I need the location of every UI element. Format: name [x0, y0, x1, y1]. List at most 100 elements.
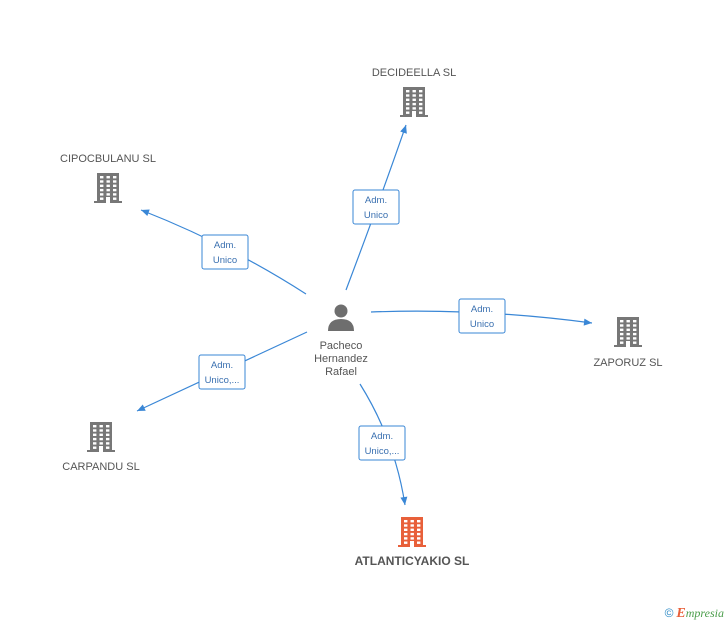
relation-badge-text: Unico — [470, 319, 494, 330]
relation-badge-carpandu[interactable]: Adm. Unico,... — [198, 354, 246, 390]
building-window — [100, 188, 104, 192]
relation-badge-cipocbulanu[interactable]: Adm. Unico — [201, 234, 249, 270]
relation-badge-atlanticyakio[interactable]: Adm.Unico,... — [358, 425, 406, 461]
brand-initial: E — [676, 606, 686, 621]
building-window — [419, 94, 423, 97]
building-window — [412, 94, 416, 97]
building-window — [99, 437, 103, 441]
building-window — [410, 532, 414, 536]
building-window — [412, 98, 416, 101]
building-icon[interactable] — [94, 173, 122, 203]
building-window — [404, 541, 408, 544]
building-window — [106, 433, 110, 436]
building-window — [113, 176, 117, 179]
relation-badge-decideella[interactable]: Adm.Unico — [352, 189, 400, 225]
building-window — [412, 107, 416, 110]
building-window — [633, 332, 637, 336]
building-window — [626, 320, 630, 323]
brand-name: mpresia — [685, 606, 724, 620]
building-window — [406, 94, 410, 97]
building-window — [620, 337, 624, 340]
arrow-zaporuz — [583, 318, 592, 326]
building-window — [626, 332, 630, 336]
building-window — [106, 442, 110, 445]
building-window — [99, 429, 103, 432]
building-window — [417, 541, 421, 544]
relation-badge-text: Unico — [213, 255, 237, 266]
arrow-carpandu — [137, 404, 146, 411]
building-window — [106, 184, 110, 187]
building-window — [633, 341, 637, 344]
relation-badge-box — [352, 189, 400, 225]
building-window — [417, 524, 421, 527]
building-window — [93, 429, 97, 432]
relation-badge-box — [198, 354, 246, 390]
building-window — [417, 520, 421, 523]
building-window — [412, 90, 416, 93]
building-window — [410, 537, 414, 540]
relation-badge-text: Unico,... — [205, 375, 240, 386]
building-window — [100, 193, 104, 196]
company-label-decideella[interactable]: DECIDEELLA SL — [372, 67, 456, 79]
company-label-zaporuz[interactable]: ZAPORUZ SL — [593, 357, 662, 369]
building-window — [620, 328, 624, 331]
building-window — [113, 188, 117, 192]
building-door — [410, 541, 414, 547]
building-window — [419, 107, 423, 110]
building-window — [406, 102, 410, 106]
building-window — [412, 102, 416, 106]
building-window — [633, 328, 637, 331]
building-window — [100, 197, 104, 200]
company-label-cipocbulanu[interactable]: CIPOCBULANU SL — [60, 153, 156, 165]
building-window — [633, 320, 637, 323]
building-window — [410, 524, 414, 527]
building-window — [626, 328, 630, 331]
building-icon[interactable] — [87, 422, 115, 452]
building-window — [404, 537, 408, 540]
building-window — [633, 324, 637, 327]
person-name-line[interactable]: Pacheco — [320, 340, 363, 352]
relation-badge-text: Adm. — [214, 240, 236, 251]
building-window — [106, 180, 110, 183]
building-window — [404, 532, 408, 536]
building-window — [404, 520, 408, 523]
building-window — [113, 197, 117, 200]
person-icon[interactable] — [328, 304, 354, 332]
company-label-carpandu[interactable]: CARPANDU SL — [62, 461, 139, 473]
company-label-atlanticyakio[interactable]: ATLANTICYAKIO SL — [355, 554, 470, 568]
building-window — [93, 437, 97, 441]
building-window — [417, 528, 421, 531]
person-name-line[interactable]: Rafael — [325, 366, 357, 378]
building-icon[interactable] — [400, 87, 428, 117]
relation-badge-text: Unico,... — [365, 446, 400, 457]
building-window — [106, 429, 110, 432]
building-window — [419, 102, 423, 106]
building-window — [620, 320, 624, 323]
building-door — [99, 446, 103, 452]
building-window — [406, 90, 410, 93]
person-head — [334, 304, 348, 318]
building-window — [113, 184, 117, 187]
building-window — [99, 425, 103, 428]
person-name-line[interactable]: Hernandez — [314, 353, 368, 365]
building-window — [406, 98, 410, 101]
relation-badge-text: Adm. — [211, 360, 233, 371]
relation-badge-text: Unico — [364, 210, 388, 221]
relation-badge-zaporuz[interactable]: Adm.Unico — [458, 298, 506, 334]
building-window — [404, 528, 408, 531]
relation-badge-box — [358, 425, 406, 461]
copyright-symbol: © — [664, 606, 674, 620]
building-window — [417, 537, 421, 540]
building-window — [93, 433, 97, 436]
building-window — [100, 184, 104, 187]
building-window — [106, 446, 110, 449]
relation-badge-box — [201, 234, 249, 270]
building-icon[interactable] — [614, 317, 642, 347]
person-body — [328, 319, 354, 331]
building-window — [106, 425, 110, 428]
building-window — [419, 98, 423, 101]
building-window — [99, 433, 103, 436]
building-window — [106, 437, 110, 441]
building-icon[interactable] — [398, 517, 426, 547]
